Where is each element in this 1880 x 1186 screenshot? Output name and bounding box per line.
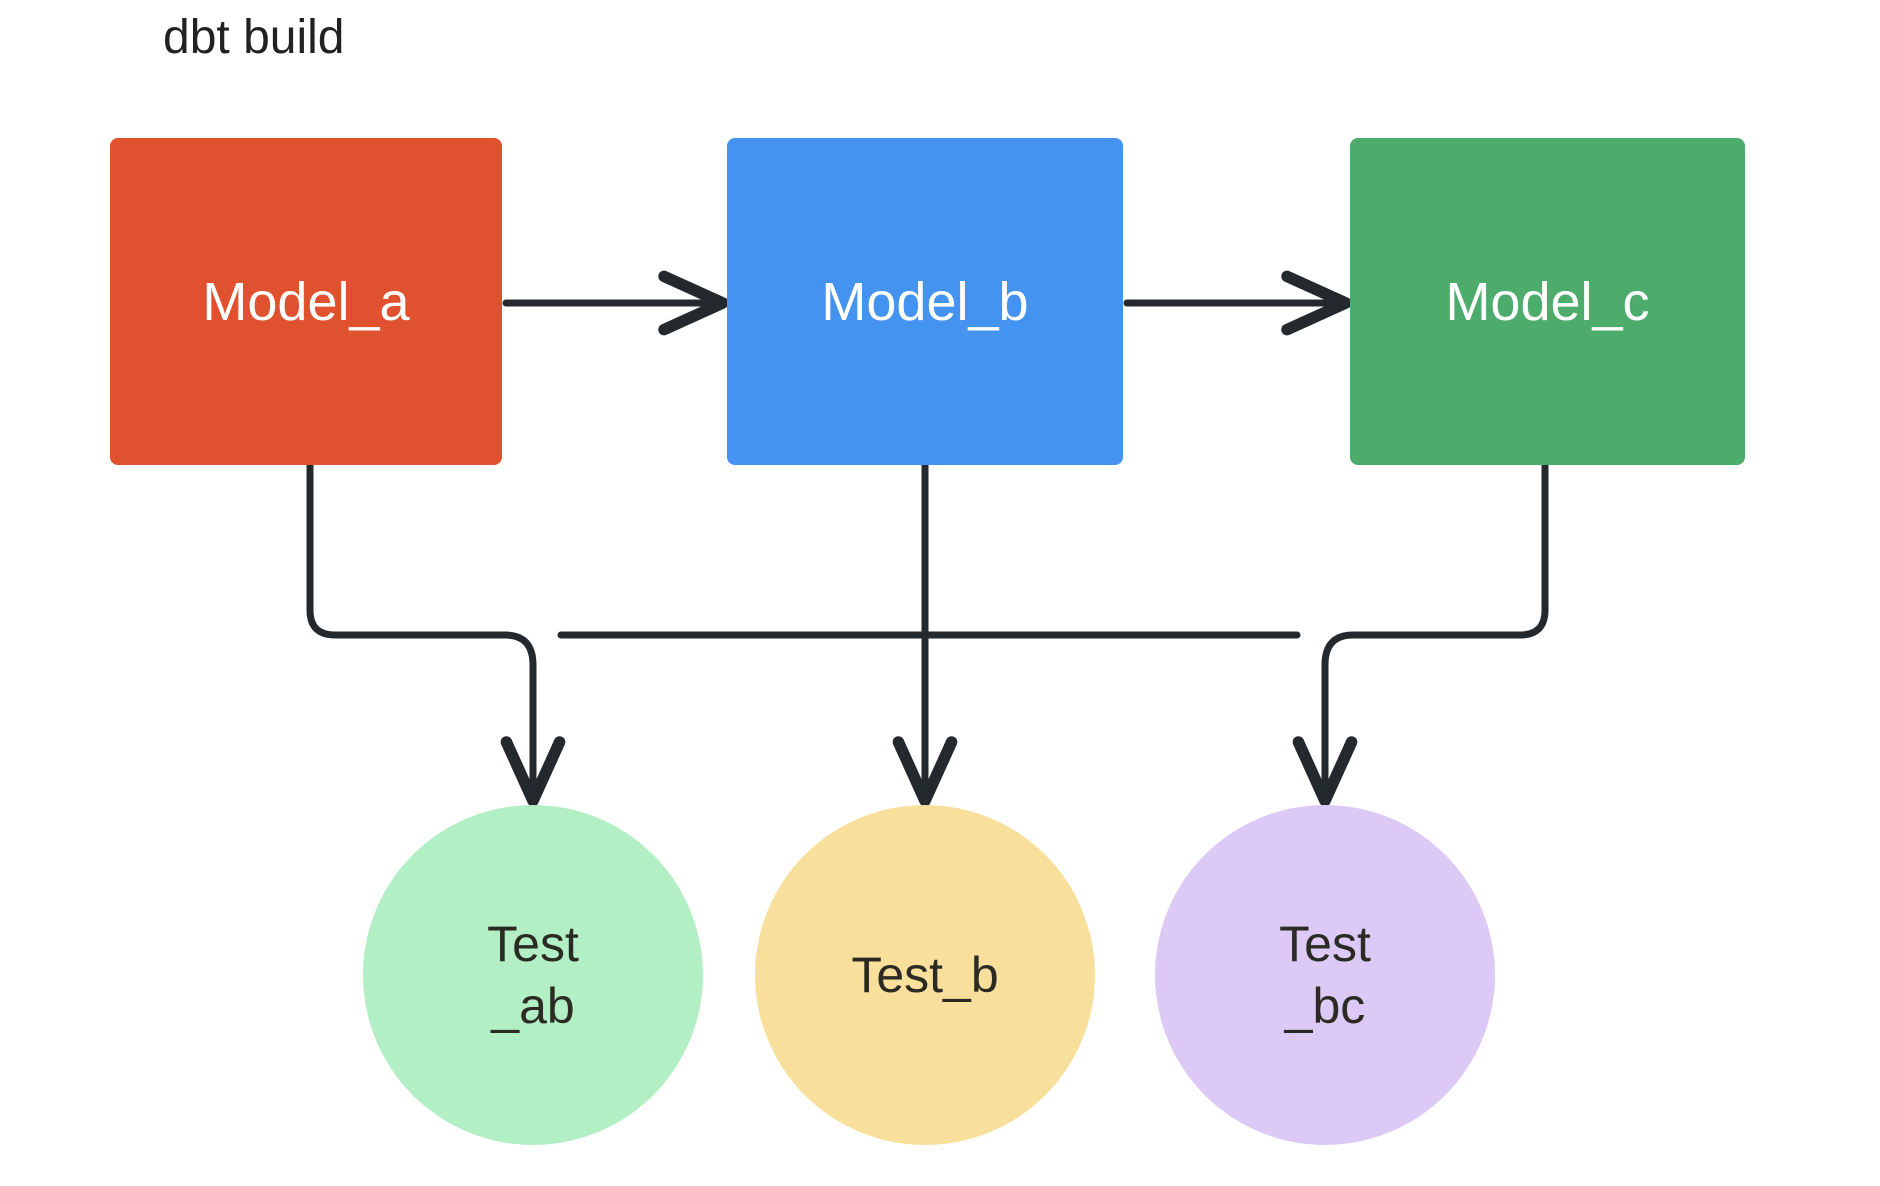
node-test-ab[interactable]: Test _ab: [363, 805, 703, 1145]
node-model-b[interactable]: Model_b: [727, 138, 1123, 465]
node-model-a[interactable]: Model_a: [110, 138, 502, 465]
node-test-b-label: Test_b: [851, 947, 999, 1003]
node-test-ab-label: Test _ab: [487, 916, 579, 1034]
node-model-c-label: Model_c: [1445, 271, 1650, 332]
node-test-bc-label: Test _bc: [1279, 916, 1371, 1034]
edge-model-c-to-bus: [1349, 461, 1549, 639]
node-model-a-label: Model_a: [202, 271, 410, 332]
node-model-c[interactable]: Model_c: [1350, 138, 1745, 465]
edge-branch-to-test-bc: [1292, 631, 1358, 807]
edge-model-a-to-bus: [306, 461, 509, 639]
edge-branch-to-test-ab: [500, 631, 566, 807]
diagram-title: dbt build: [163, 11, 345, 64]
node-model-b-label: Model_b: [821, 271, 1029, 332]
node-test-b[interactable]: Test_b: [755, 805, 1095, 1145]
node-test-bc[interactable]: Test _bc: [1155, 805, 1495, 1145]
